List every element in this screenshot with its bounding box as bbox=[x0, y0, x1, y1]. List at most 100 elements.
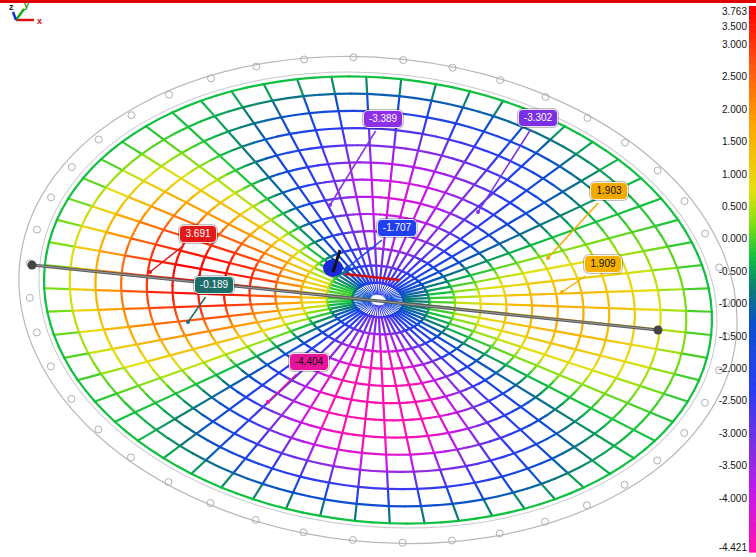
mesh-edge bbox=[147, 362, 153, 370]
mesh-edge bbox=[270, 430, 281, 434]
mesh-edge bbox=[291, 188, 299, 190]
mesh-edge bbox=[394, 312, 397, 315]
mesh-edge bbox=[172, 293, 175, 300]
mesh-edge bbox=[507, 213, 525, 224]
mesh-edge bbox=[117, 386, 139, 394]
mesh-edge bbox=[544, 192, 562, 203]
mesh-edge bbox=[586, 238, 609, 244]
mesh-edge bbox=[440, 416, 449, 433]
mesh-edge bbox=[491, 461, 502, 477]
mesh-edge bbox=[442, 139, 449, 155]
mesh-edge bbox=[530, 327, 555, 331]
mesh-edge bbox=[306, 387, 313, 390]
mesh-edge bbox=[560, 206, 580, 215]
mesh-edge bbox=[520, 234, 526, 239]
mesh-edge bbox=[445, 193, 454, 196]
mesh-edge bbox=[156, 245, 181, 251]
mesh-edge bbox=[541, 484, 555, 499]
mesh-edge bbox=[353, 435, 364, 436]
mesh-edge bbox=[520, 430, 536, 444]
mesh-edge bbox=[499, 141, 511, 155]
mesh-edge bbox=[426, 287, 450, 291]
mesh-edge bbox=[249, 376, 256, 381]
mesh-edge bbox=[233, 459, 245, 473]
mesh-edge bbox=[316, 130, 322, 147]
mesh-edge bbox=[334, 217, 343, 234]
mesh-edge bbox=[175, 408, 193, 419]
mesh-edge bbox=[355, 307, 358, 310]
mesh-edge bbox=[339, 111, 343, 128]
mesh-edge bbox=[563, 251, 567, 258]
mesh-edge bbox=[394, 147, 406, 148]
mesh-edge bbox=[536, 196, 545, 202]
mesh-edge bbox=[596, 214, 618, 222]
mesh-edge bbox=[399, 402, 407, 405]
mesh-edge bbox=[516, 385, 536, 397]
mesh-edge bbox=[493, 193, 502, 198]
mesh-edge bbox=[201, 191, 221, 203]
mesh-edge bbox=[547, 264, 571, 268]
mesh-edge bbox=[229, 409, 238, 415]
mesh-edge bbox=[286, 318, 309, 324]
mesh-edge bbox=[527, 178, 544, 190]
mesh-edge bbox=[625, 362, 650, 368]
mesh-edge bbox=[522, 166, 533, 172]
mesh-edge bbox=[289, 233, 307, 246]
mesh-edge bbox=[204, 316, 229, 319]
mesh-edge bbox=[277, 153, 288, 156]
mesh-edge bbox=[371, 197, 374, 214]
mesh-edge bbox=[288, 169, 298, 171]
mesh-edge bbox=[95, 394, 117, 402]
mesh-edge bbox=[560, 154, 577, 166]
mesh-edge bbox=[293, 477, 300, 493]
mesh-edge bbox=[448, 431, 458, 433]
mesh-edge bbox=[486, 170, 497, 175]
bolt-hole bbox=[701, 399, 708, 406]
mesh-edge bbox=[277, 282, 302, 286]
mesh-edge bbox=[540, 225, 546, 231]
mesh-edge bbox=[404, 350, 413, 367]
mesh-edge bbox=[156, 237, 160, 244]
mesh-edge bbox=[330, 343, 342, 357]
mesh-edge bbox=[238, 392, 246, 397]
mesh-edge bbox=[231, 360, 237, 365]
mesh-edge bbox=[341, 196, 349, 199]
mesh-edge bbox=[299, 188, 310, 204]
mesh-edge bbox=[78, 374, 101, 380]
mesh-edge bbox=[146, 126, 164, 139]
mesh-edge bbox=[137, 340, 161, 344]
mesh-edge bbox=[386, 453, 398, 455]
mesh-edge bbox=[302, 301, 327, 304]
mesh-edge bbox=[316, 129, 329, 130]
mesh-edge bbox=[600, 159, 618, 170]
mesh-edge bbox=[204, 362, 210, 368]
mesh-edge bbox=[44, 287, 70, 290]
mesh-edge bbox=[265, 139, 276, 155]
mesh-edge bbox=[193, 191, 201, 197]
mesh-edge bbox=[255, 269, 280, 275]
mesh-edge bbox=[539, 420, 557, 433]
mesh-edge bbox=[357, 487, 359, 504]
mesh-edge bbox=[316, 184, 325, 201]
mesh-edge bbox=[526, 203, 544, 214]
mesh-edge bbox=[530, 420, 539, 425]
mesh-edge bbox=[310, 223, 324, 238]
mesh-edge bbox=[173, 178, 181, 185]
mesh-edge bbox=[208, 213, 229, 224]
mesh-edge bbox=[263, 325, 286, 331]
mesh-edge bbox=[650, 368, 675, 374]
mesh-edge bbox=[146, 284, 148, 292]
mesh-edge bbox=[386, 472, 389, 489]
mesh-edge bbox=[206, 447, 220, 460]
mesh-edge bbox=[353, 180, 357, 197]
mesh-edge bbox=[380, 284, 385, 295]
mesh-edge bbox=[140, 214, 145, 222]
mesh-edge bbox=[436, 136, 449, 139]
mesh-edge bbox=[184, 401, 193, 408]
mesh-edge bbox=[570, 397, 591, 408]
mesh-edge bbox=[438, 433, 448, 435]
mesh-edge bbox=[179, 321, 182, 328]
mesh-edge bbox=[253, 139, 265, 142]
mesh-edge bbox=[193, 408, 203, 415]
mesh-edge bbox=[505, 322, 530, 326]
